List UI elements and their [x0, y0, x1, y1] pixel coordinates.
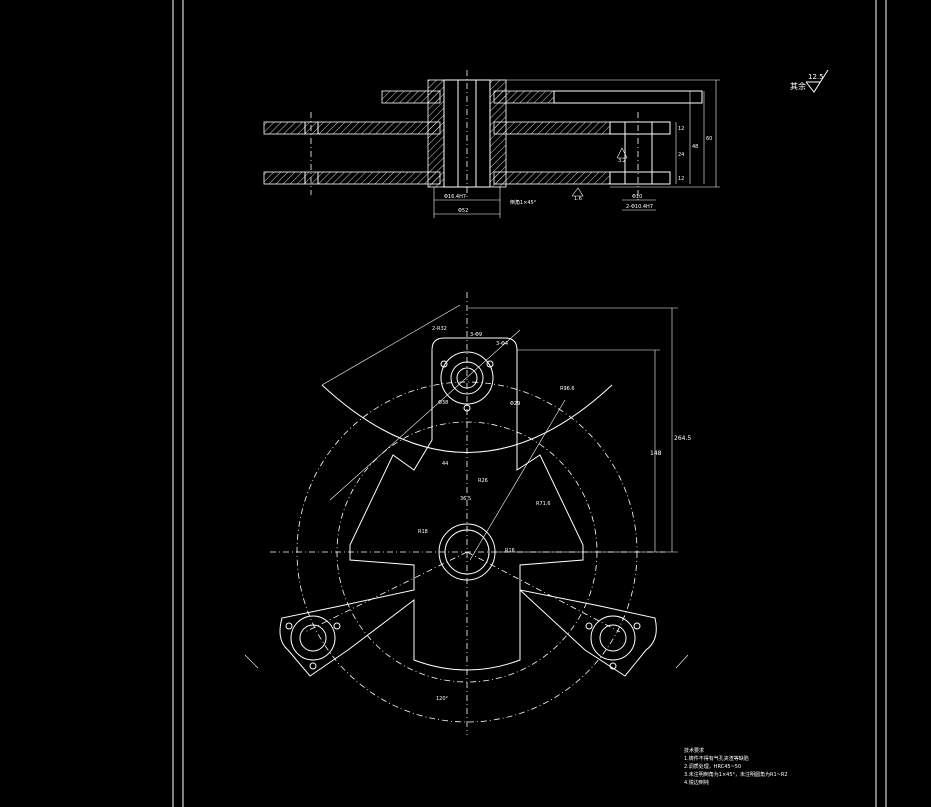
note-item-2: 2.调质处理，HRC45~50 — [684, 764, 742, 770]
dim-b: R18 — [418, 529, 428, 535]
dim-hole2: 2-Φ10.4H7 — [626, 204, 653, 210]
dim-bore: Φ16.4H7 — [444, 194, 466, 200]
roughness-value: 12.5 — [808, 73, 824, 81]
dim-v2: 24 — [678, 152, 684, 158]
ra-left: 1.6 — [574, 196, 582, 202]
notes-title: 技术要求 — [684, 748, 705, 754]
roughness-label: 其余 — [790, 81, 806, 91]
dim-angle: 120° — [436, 696, 449, 702]
dim-outer-dia: Φ52 — [458, 208, 468, 214]
dim-v3: 48 — [692, 144, 698, 150]
dim-v4: 12 — [678, 176, 684, 182]
dim-w2: R16 — [505, 548, 515, 554]
plan-view: 264.5 148 2-R32 3-Φ9 3-Φ4 Φ38 Φ29 R96.6 … — [244, 292, 691, 735]
ra-right: 3.2 — [618, 158, 626, 164]
dim-w1: 44 — [442, 461, 448, 467]
dim-dia-top: Φ38 — [438, 400, 448, 406]
dim-v-outer: 264.5 — [674, 435, 691, 442]
dim-r-outer: 2-R32 — [432, 326, 447, 332]
dim-holes-b: 3-Φ4 — [496, 341, 508, 347]
dim-dia-mid: Φ29 — [510, 401, 520, 407]
dim-chamfer: 倒角1×45° — [510, 199, 537, 206]
dim-hole1: Φ10 — [632, 194, 642, 200]
dim-w3: 36.5 — [460, 496, 471, 502]
technical-notes: 技术要求 1.铸件不得有气孔夹渣等缺陷 2.调质处理，HRC45~50 3.未注… — [684, 747, 788, 787]
dim-holes-a: 3-Φ9 — [470, 332, 482, 338]
dim-v-inner: 148 — [650, 450, 662, 457]
dim-r-big: R96.6 — [560, 386, 575, 392]
roughness-symbol: 其余 12.5 — [790, 69, 829, 93]
drawing-frame — [172, 0, 887, 807]
note-item-1: 1.铸件不得有气孔夹渣等缺陷 — [684, 756, 749, 762]
note-item-3: 3.未注明倒角为1×45°，未注明圆角为R1~R2 — [684, 772, 788, 778]
dim-v5: 60 — [706, 136, 712, 142]
section-view: Φ16.4H7 Φ52 倒角1×45° 1.6 Φ10 2-Φ10.4H7 3.… — [263, 70, 720, 218]
dim-r-mid: R71.6 — [536, 501, 551, 507]
dim-v1: 12 — [678, 126, 684, 132]
note-item-4: 4.锐边倒钝 — [684, 780, 709, 786]
dim-a: R26 — [478, 478, 488, 484]
